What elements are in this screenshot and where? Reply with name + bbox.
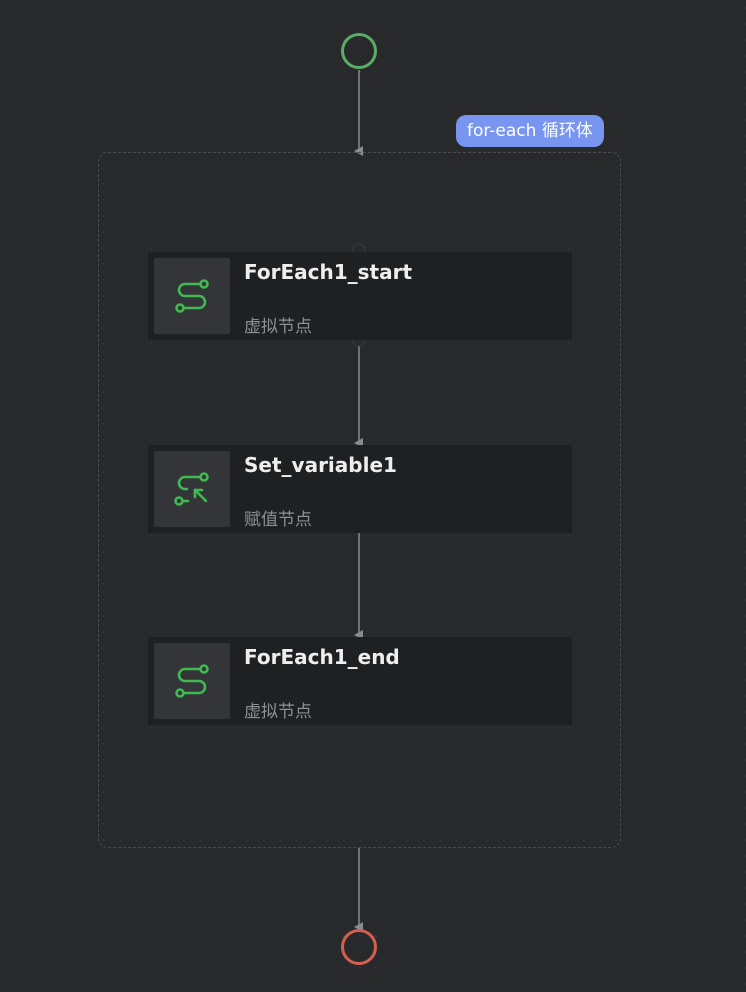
node-subtitle: 虚拟节点 bbox=[244, 702, 312, 722]
route-icon bbox=[175, 664, 209, 698]
node-foreach-start[interactable]: ForEach1_start 虚拟节点 bbox=[148, 252, 572, 340]
node-icon-box bbox=[154, 258, 230, 334]
node-subtitle: 赋值节点 bbox=[244, 510, 312, 530]
loop-badge: for-each 循环体 bbox=[456, 115, 604, 147]
node-icon-box bbox=[154, 451, 230, 527]
node-foreach-end[interactable]: ForEach1_end 虚拟节点 bbox=[148, 637, 572, 725]
foreach-loop-container[interactable] bbox=[98, 152, 621, 848]
end-node[interactable] bbox=[341, 929, 377, 965]
start-node[interactable] bbox=[341, 33, 377, 69]
node-title: ForEach1_start bbox=[244, 260, 413, 284]
route-icon bbox=[175, 279, 209, 313]
node-title: ForEach1_end bbox=[244, 645, 400, 669]
assign-variable-icon bbox=[174, 472, 209, 506]
node-title: Set_variable1 bbox=[244, 453, 397, 477]
node-icon-box bbox=[154, 643, 230, 719]
node-subtitle: 虚拟节点 bbox=[244, 317, 312, 337]
node-set-variable[interactable]: Set_variable1 赋值节点 bbox=[148, 445, 572, 533]
